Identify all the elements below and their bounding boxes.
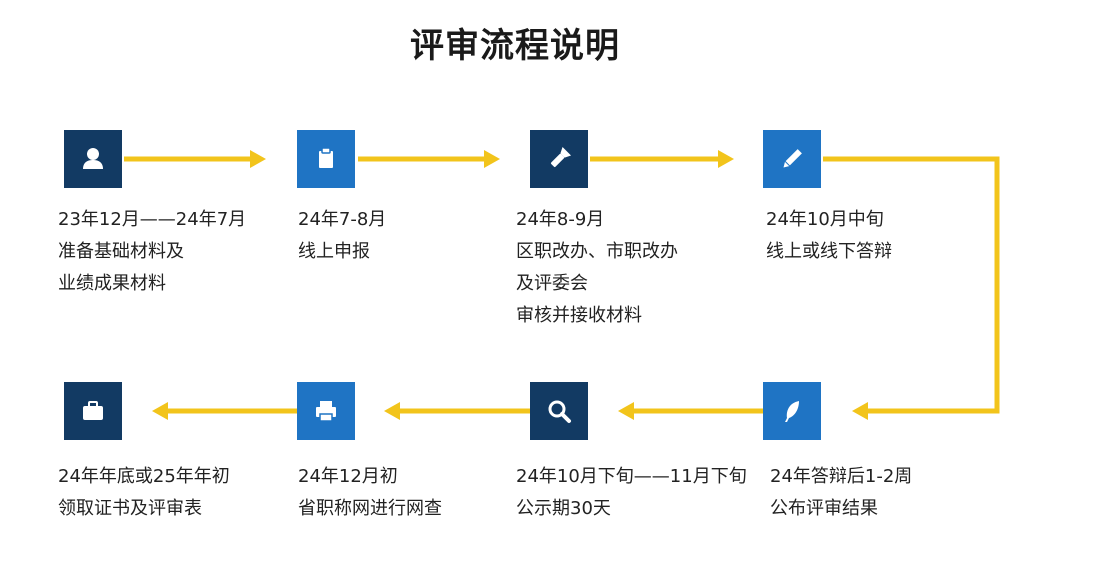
step-1-box <box>64 130 122 188</box>
step-4-line-2: 线上或线下答辩 <box>766 241 892 262</box>
step-1-line-1: 23年12月——24年7月 <box>58 209 247 230</box>
arrowhead-step7 <box>384 402 400 420</box>
step-2-line-1: 24年7-8月 <box>298 209 387 230</box>
step-7-line-1: 24年12月初 <box>298 466 398 487</box>
step-8-box <box>64 382 122 440</box>
arrowhead-step6 <box>618 402 634 420</box>
step-2-box <box>297 130 355 188</box>
arrowhead-step4 <box>718 150 734 168</box>
step-3-box <box>530 130 588 188</box>
step-1-line-3: 业绩成果材料 <box>58 273 166 294</box>
step-6-line-1: 24年10月下旬——11月下旬 <box>516 466 747 487</box>
page-title: 评审流程说明 <box>410 26 620 66</box>
briefcase-icon <box>83 401 103 420</box>
printer-icon <box>316 401 336 422</box>
pencil-icon <box>783 149 802 168</box>
step-7-text: 24年12月初 省职称网进行网查 <box>298 461 442 525</box>
step-6-box <box>530 382 588 440</box>
flashlight-icon <box>550 146 572 168</box>
arrowhead-step3 <box>484 150 500 168</box>
step-2-text: 24年7-8月 线上申报 <box>298 204 386 268</box>
step-5-line-1: 24年答辩后1-2周 <box>770 466 913 487</box>
step-3-text: 24年8-9月 区职改办、市职改办 及评委会 审核并接收材料 <box>516 204 678 332</box>
step-1-text: 23年12月——24年7月 准备基础材料及 业绩成果材料 <box>58 204 246 300</box>
step-5-line-2: 公布评审结果 <box>770 498 878 519</box>
arrowhead-step2 <box>250 150 266 168</box>
arrowhead-step8 <box>152 402 168 420</box>
step-5-text: 24年答辩后1-2周 公布评审结果 <box>770 461 912 525</box>
step-3-line-2: 区职改办、市职改办 <box>516 241 678 262</box>
step-4-text: 24年10月中旬 线上或线下答辩 <box>766 204 892 268</box>
step-7-line-2: 省职称网进行网查 <box>298 498 442 519</box>
step-3-line-1: 24年8-9月 <box>516 209 605 230</box>
step-7-box <box>297 382 355 440</box>
step-3-line-3: 及评委会 <box>516 273 588 294</box>
step-2-line-2: 线上申报 <box>298 241 370 262</box>
step-5-box <box>763 382 821 440</box>
clipboard-icon <box>319 147 333 168</box>
step-6-text: 24年10月下旬——11月下旬 公示期30天 <box>516 461 747 525</box>
step-8-line-1: 24年年底或25年年初 <box>58 466 230 487</box>
step-8-text: 24年年底或25年年初 领取证书及评审表 <box>58 461 230 525</box>
step-6-line-2: 公示期30天 <box>516 498 611 519</box>
step-4-box <box>763 130 821 188</box>
arrow-step4-to-step5 <box>823 156 1000 414</box>
step-4-line-1: 24年10月中旬 <box>766 209 884 230</box>
arrowhead-step5 <box>852 402 868 420</box>
search-icon <box>548 400 571 423</box>
user-icon <box>83 148 103 169</box>
step-3-line-4: 审核并接收材料 <box>516 305 642 326</box>
step-1-line-2: 准备基础材料及 <box>58 241 184 262</box>
step-8-line-2: 领取证书及评审表 <box>58 498 202 519</box>
feather-icon <box>785 401 799 422</box>
